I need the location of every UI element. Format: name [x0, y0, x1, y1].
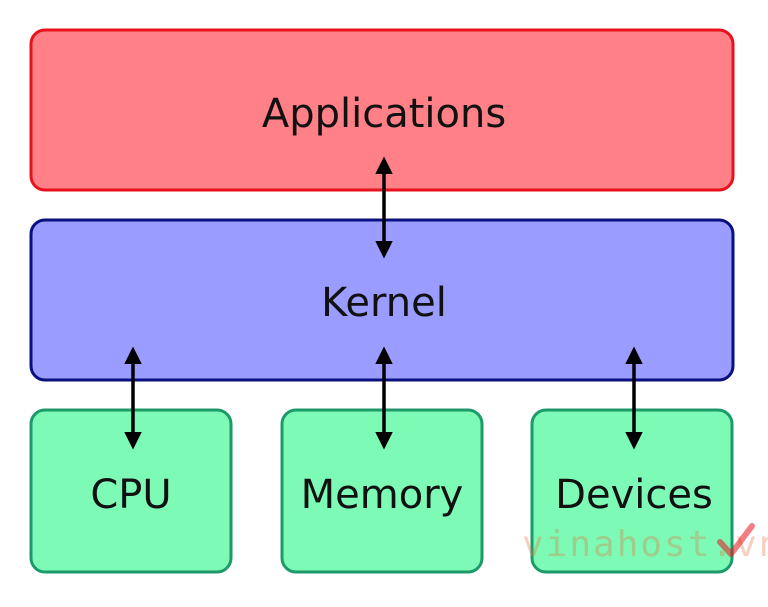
memory-node: Memory: [280, 408, 484, 574]
cpu-node: CPU: [29, 408, 233, 574]
watermark-logo: vinahost.vn: [522, 520, 768, 570]
applications-label: Applications: [262, 91, 506, 137]
memory-label: Memory: [301, 472, 464, 518]
checkmark-icon: [717, 523, 755, 557]
kernel-label: Kernel: [321, 280, 447, 326]
kernel-layer: Kernel: [29, 218, 735, 382]
applications-layer: Applications: [29, 28, 735, 192]
devices-node: Devices: [530, 408, 734, 574]
devices-label: Devices: [555, 472, 713, 518]
watermark-text: vinahost.vn: [522, 524, 768, 565]
cpu-label: CPU: [90, 472, 171, 518]
